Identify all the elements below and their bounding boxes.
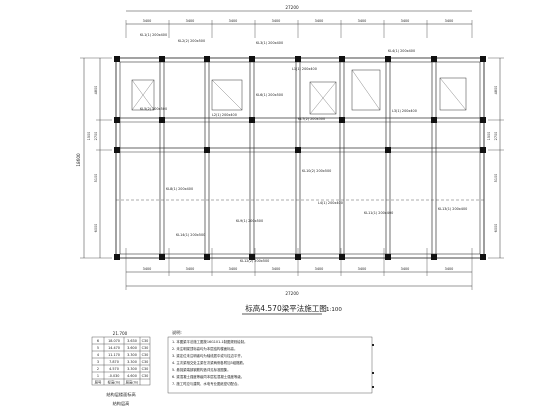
left-dim-3: 5100 bbox=[94, 174, 98, 183]
floor-num: 6 bbox=[97, 339, 99, 343]
bottom-dim-2: 3400 bbox=[186, 267, 195, 271]
right-dim-4: 6000 bbox=[494, 224, 498, 233]
top-dim-3: 3400 bbox=[229, 19, 238, 23]
right-dim-1: 4800 bbox=[494, 86, 498, 95]
note-line: 5. 悬挑梁端部钢筋构造详见标准图集。 bbox=[172, 367, 231, 372]
beam-label: KL13(1) 200x400 bbox=[438, 207, 467, 211]
bottom-dim-4: 3400 bbox=[272, 267, 281, 271]
floor-num: 2 bbox=[97, 367, 99, 371]
beam-label: KL1(1) 200x400 bbox=[140, 33, 167, 37]
right-dim-2: 2700 bbox=[494, 132, 498, 141]
floor-elev: 18.070 bbox=[108, 339, 120, 343]
beam-label: KL7(2) 200x500 bbox=[298, 117, 325, 121]
beam-label: L1(1) 200x400 bbox=[292, 67, 317, 71]
beam-label: KL3(1) 200x400 bbox=[256, 41, 283, 45]
note-line: 4. 主次梁相交处主梁在次梁两侧各附加3组箍筋。 bbox=[172, 360, 246, 365]
floor-elevation-table: 21.700 6 18.070 3.630 C30 5 14.470 3.600… bbox=[91, 331, 151, 407]
bottom-dim-1: 3400 bbox=[143, 267, 152, 271]
overall-width-label: 27200 bbox=[285, 5, 299, 10]
floor-elev: 4.570 bbox=[109, 367, 119, 371]
beam-annotations: KL1(1) 200x400 KL2(2) 200x500 KL3(1) 200… bbox=[140, 33, 467, 263]
drawing-scale: 1:100 bbox=[326, 307, 342, 313]
left-dim-2: 2700 bbox=[94, 132, 98, 141]
table-header: 层号 bbox=[95, 380, 102, 385]
top-dim-7: 3400 bbox=[401, 19, 410, 23]
beam-label: L2(1) 200x400 bbox=[212, 113, 237, 117]
overall-depth-label: 18600 bbox=[76, 153, 81, 167]
top-dim-5: 3400 bbox=[315, 19, 324, 23]
drawing-title-text: 标高4.570梁平法施工图 bbox=[245, 303, 326, 313]
right-dim-3: 5100 bbox=[494, 174, 498, 183]
mid-dim-2: 1500 bbox=[487, 132, 491, 141]
bottom-dim-8: 3400 bbox=[445, 267, 454, 271]
beam-label: KL12(2) 200x500 bbox=[240, 259, 269, 263]
floor-plan bbox=[80, 10, 504, 290]
beam-label: L4(1) 200x400 bbox=[318, 201, 343, 205]
top-dim-8: 3400 bbox=[445, 19, 454, 23]
note-line: 2. 未注明梁顶标高均为本层结构楼面标高。 bbox=[172, 346, 237, 351]
floor-num: 1 bbox=[97, 374, 99, 378]
mid-dim-1: 1500 bbox=[87, 132, 91, 141]
note-line: 6. 梁混凝土强度等级同本层柱混凝土强度等级。 bbox=[172, 374, 244, 379]
table-header: 标高(m) bbox=[108, 380, 121, 385]
top-dim-4: 3400 bbox=[272, 19, 281, 23]
table-caption: 结构层楼面标高 bbox=[106, 391, 135, 398]
note-line: 7. 施工时应与建筑、水电专业图纸密切配合。 bbox=[172, 381, 241, 386]
floor-note: C30 bbox=[142, 346, 149, 350]
beam-label: KL9(1) 200x500 bbox=[236, 219, 263, 223]
floor-elev: 11.170 bbox=[108, 353, 120, 357]
top-dim-1: 3400 bbox=[143, 19, 152, 23]
floor-height: 3.300 bbox=[127, 353, 137, 357]
roof-elevation: 21.700 bbox=[113, 331, 128, 336]
floor-elev: 14.470 bbox=[108, 346, 120, 350]
left-dim-1: 4800 bbox=[94, 86, 98, 95]
floor-num: 5 bbox=[97, 346, 99, 350]
beam-label: KL4(1) 200x400 bbox=[388, 49, 415, 53]
floor-elev: 7.870 bbox=[109, 360, 119, 364]
table-header: 层高(m) bbox=[126, 380, 139, 385]
note-line: 1. 本图梁平法施工图按16G101-1制图规则绘制。 bbox=[172, 339, 247, 344]
floor-height: 3.300 bbox=[127, 367, 137, 371]
dimension-labels: 27200 3400 3400 3400 3400 3400 3400 3400… bbox=[76, 5, 498, 296]
bottom-dim-3: 3400 bbox=[229, 267, 238, 271]
floor-num: 4 bbox=[97, 353, 99, 357]
design-notes: 说明: 1. 本图梁平法施工图按16G101-1制图规则绘制。 2. 未注明梁顶… bbox=[167, 329, 374, 394]
beam-label: KL2(2) 200x500 bbox=[178, 39, 205, 43]
floor-elev: -0.030 bbox=[109, 374, 120, 378]
overall-width-bottom-label: 27200 bbox=[285, 291, 299, 296]
floor-note: C30 bbox=[142, 360, 149, 364]
top-dim-6: 3400 bbox=[358, 19, 367, 23]
floor-height: 3.630 bbox=[127, 339, 137, 343]
beam-label: KL10(2) 200x500 bbox=[302, 169, 331, 173]
beam-label: KL8(1) 200x400 bbox=[166, 187, 193, 191]
bottom-dim-7: 3400 bbox=[401, 267, 410, 271]
beam-label: KL5(2) 200x500 bbox=[140, 107, 167, 111]
beam-label: L3(1) 200x400 bbox=[392, 109, 417, 113]
floor-note: C30 bbox=[142, 339, 149, 343]
table-caption-2: 结构层高 bbox=[113, 400, 130, 407]
drawing-title: 标高4.570梁平法施工图 1:100 bbox=[242, 303, 342, 315]
bottom-dim-6: 3400 bbox=[358, 267, 367, 271]
beam-label: KL6(1) 200x500 bbox=[256, 93, 283, 97]
floor-note: C30 bbox=[142, 374, 149, 378]
beam-label: KL14(1) 200x500 bbox=[176, 233, 205, 237]
left-dim-4: 6000 bbox=[94, 224, 98, 233]
beam-label: KL11(1) 200x400 bbox=[364, 211, 393, 215]
floor-num: 3 bbox=[97, 360, 99, 364]
bottom-dim-5: 3400 bbox=[315, 267, 324, 271]
floor-height: 4.600 bbox=[127, 374, 137, 378]
floor-height: 3.600 bbox=[127, 346, 137, 350]
note-line: 3. 梁定位未注明者均为轴线居中或与柱边平齐。 bbox=[172, 353, 244, 358]
floor-note: C30 bbox=[142, 353, 149, 357]
top-dim-2: 3400 bbox=[186, 19, 195, 23]
notes-heading: 说明: bbox=[172, 329, 182, 336]
floor-height: 3.300 bbox=[127, 360, 137, 364]
floor-note: C30 bbox=[142, 367, 149, 371]
